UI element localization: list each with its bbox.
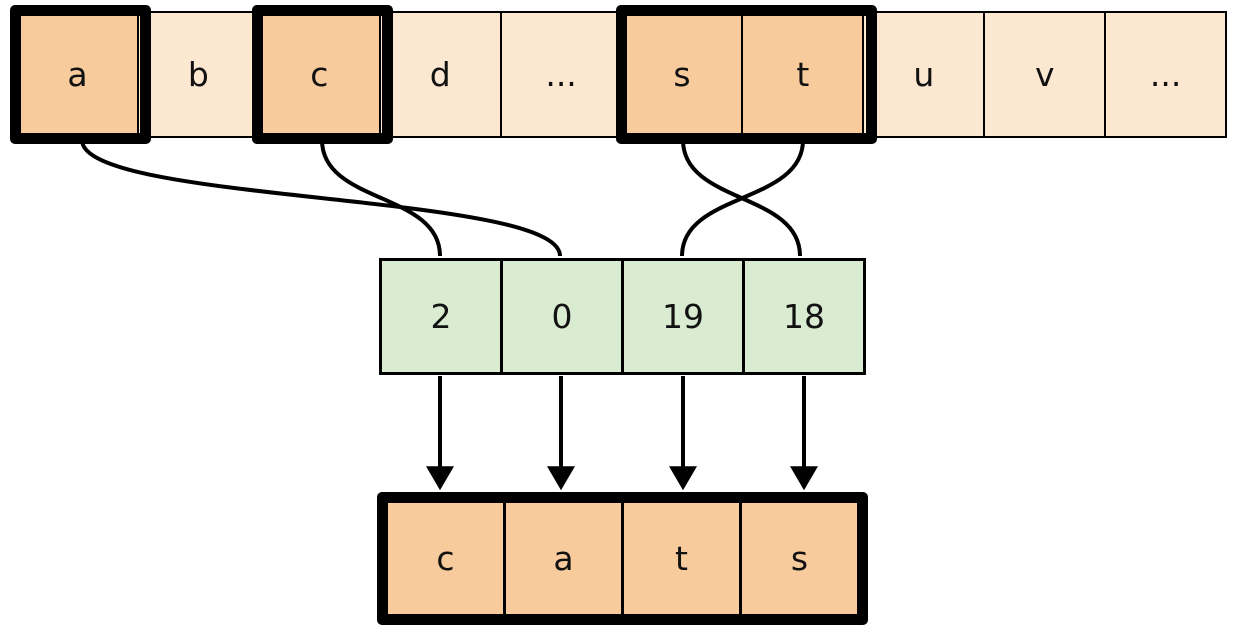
index-cell[interactable]: 0 — [500, 258, 624, 375]
alphabet-cell[interactable]: s — [620, 11, 744, 138]
alphabet-cell[interactable]: ... — [1104, 11, 1228, 138]
curve-c-to-2 — [320, 139, 442, 257]
alphabet-cell[interactable]: d — [378, 11, 502, 138]
output-cell[interactable]: s — [739, 503, 857, 614]
index-cell[interactable]: 2 — [379, 258, 503, 375]
index-cell[interactable]: 18 — [742, 258, 866, 375]
alphabet-cell[interactable]: b — [136, 11, 260, 138]
alphabet-cell[interactable]: c — [257, 11, 381, 138]
index-cell[interactable]: 19 — [621, 258, 745, 375]
alphabet-cell[interactable]: v — [983, 11, 1107, 138]
alphabet-cell[interactable]: u — [862, 11, 986, 138]
output-cell[interactable]: a — [503, 503, 621, 614]
output-cell[interactable]: t — [621, 503, 739, 614]
alphabet-cell[interactable]: t — [741, 11, 865, 138]
curve-s-to-18 — [681, 139, 802, 257]
output-cell[interactable]: c — [388, 503, 503, 614]
alphabet-cell[interactable]: a — [16, 11, 139, 138]
alphabet-cell[interactable]: ... — [499, 11, 623, 138]
curve-a-to-0 — [80, 139, 562, 257]
curve-t-to-19 — [680, 139, 805, 257]
